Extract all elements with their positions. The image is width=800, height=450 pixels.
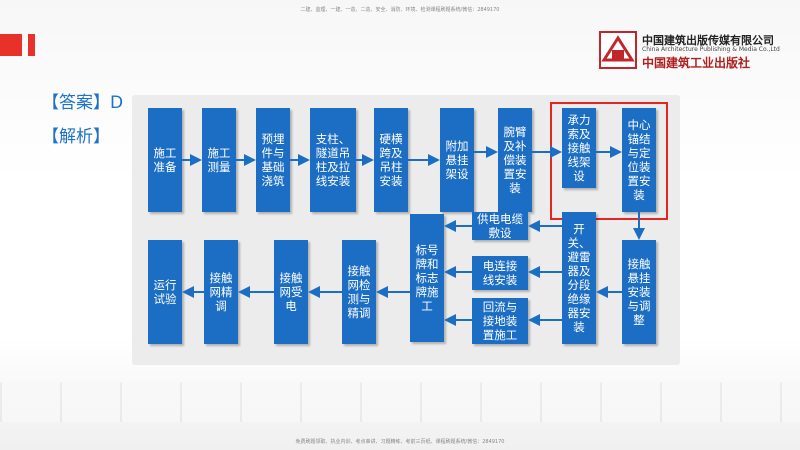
step-additional-suspension: 附加悬挂架设 bbox=[440, 108, 474, 212]
answer-label: 【答案】D bbox=[42, 93, 124, 113]
step-catenary-contact-wire: 承力索及接触线架设 bbox=[562, 108, 596, 188]
analysis-label: 【解析】 bbox=[42, 127, 110, 147]
step-cable-laying: 供电电缆敷设 bbox=[472, 212, 528, 240]
step-cross-span: 硬横跨及吊柱安装 bbox=[374, 108, 408, 212]
step-return-grounding: 回流与接地装置施工 bbox=[472, 298, 528, 344]
step-fine-adjustment: 接触网精调 bbox=[204, 240, 238, 344]
step-signage: 标号牌和标志牌施工 bbox=[410, 214, 444, 342]
step-survey: 施工测量 bbox=[202, 108, 236, 212]
step-switch-arrester: 开关、避雷器及分段绝缘器安装 bbox=[562, 212, 596, 344]
publisher-logo-icon bbox=[599, 31, 637, 69]
step-midpoint-anchor: 中心锚结与定位装置安装 bbox=[622, 108, 656, 212]
step-embedded-foundation: 预埋件与基础浇筑 bbox=[256, 108, 290, 212]
highlight-frame bbox=[550, 102, 668, 220]
top-notice: 二建、监理、一建、一造、二造、安全、消防、环境、检测课程刷题系统/微信：2849… bbox=[300, 7, 500, 13]
step-construction-prep: 施工准备 bbox=[148, 108, 182, 212]
red-accent-bar-small bbox=[28, 34, 35, 56]
red-accent-bar bbox=[0, 34, 22, 56]
step-pillar-install: 支柱、隧道吊柱及拉线安装 bbox=[310, 108, 356, 212]
publisher-name-en: China Architecture Publishing & Media Co… bbox=[642, 46, 780, 53]
bottom-notice: 免费刷题领取、执业内训、考点串讲、习题精练、考前三页纸、课程刷题系统/微信：28… bbox=[295, 439, 505, 445]
step-electrical-connection: 电连接线安装 bbox=[472, 256, 528, 290]
step-energization: 接触网受电 bbox=[274, 240, 308, 344]
publisher-name-cn: 中国建筑出版传媒有限公司 bbox=[642, 34, 774, 47]
step-suspension-adjust: 接触悬挂安装与调整 bbox=[622, 240, 656, 344]
step-inspection-adjust: 接触网检测与精调 bbox=[342, 240, 376, 344]
step-cantilever-compensation: 腕臂及补偿装置安装 bbox=[498, 108, 532, 212]
step-trial-operation: 运行试验 bbox=[148, 240, 182, 344]
publisher-brand: 中国建筑工业出版社 bbox=[642, 56, 751, 70]
floor-decoration bbox=[0, 382, 800, 422]
